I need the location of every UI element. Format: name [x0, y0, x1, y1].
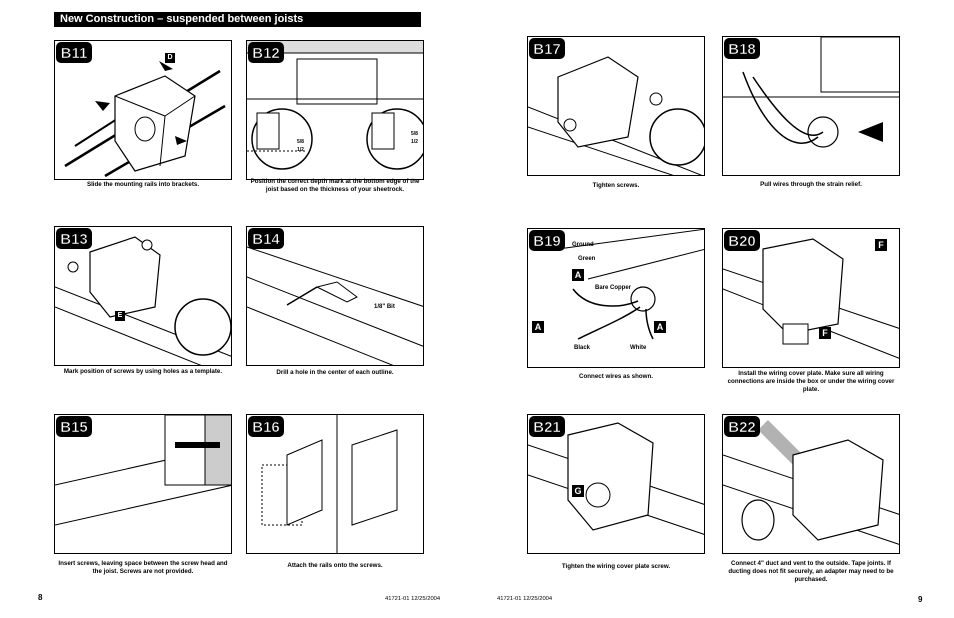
- step-b14-illustration: [247, 246, 423, 365]
- step-b17-panel: B17: [527, 36, 705, 176]
- step-badge-text: B14: [252, 231, 280, 248]
- step-badge-text: B18: [728, 41, 756, 58]
- step-b15-panel: B15: [54, 414, 232, 554]
- step-b15-caption: Insert screws, leaving space between the…: [58, 560, 228, 575]
- step-badge-b18: B18: [724, 38, 760, 59]
- step-b14-caption: Drill a hole in the center of each outli…: [276, 369, 394, 376]
- doc-code-right: 41721-01 12/25/2004: [497, 596, 553, 602]
- doc-code-left: 41721-01 12/25/2004: [385, 596, 441, 602]
- step-b18-illustration: [723, 37, 899, 148]
- depth-label: 5/8: [411, 131, 418, 137]
- step-b11-illustration: [64, 61, 226, 178]
- step-badge-b14: B14: [248, 228, 284, 249]
- depth-label: 1/2: [297, 147, 304, 153]
- step-b20-panel: F F B20: [722, 228, 900, 368]
- step-badge-b19: B19: [529, 230, 565, 251]
- step-badge-b16: B16: [248, 416, 284, 437]
- step-b16-illustration: [261, 415, 398, 553]
- step-b13-caption: Mark position of screws by using holes a…: [63, 368, 223, 375]
- page-number-right: 9: [918, 595, 923, 604]
- callout-a: A: [532, 321, 544, 333]
- wire-label-black: Black: [574, 345, 591, 351]
- step-b12-caption: Position the correct depth mark at the b…: [250, 178, 420, 193]
- step-b22-caption: Connect 4" duct and vent to the outside.…: [728, 560, 894, 583]
- step-badge-text: B11: [61, 45, 88, 62]
- wire-label-green: Green: [578, 256, 596, 262]
- step-badge-text: B16: [252, 419, 280, 436]
- step-b21-illustration: [528, 422, 704, 535]
- page-number-left: 8: [38, 593, 43, 602]
- section-header: New Construction – suspended between joi…: [54, 12, 421, 27]
- step-b13-panel: E B13: [54, 226, 232, 366]
- step-badge-text: B20: [728, 233, 756, 250]
- step-b22-illustration: [723, 420, 899, 545]
- step-b22-panel: B22: [722, 414, 900, 554]
- wire-label-bare-copper: Bare Copper: [595, 285, 632, 291]
- step-badge-b15: B15: [56, 416, 92, 437]
- callout-f: F: [819, 327, 831, 339]
- step-badge-b22: B22: [724, 416, 760, 437]
- step-badge-text: B15: [60, 419, 88, 436]
- step-b13-illustration: [55, 236, 231, 365]
- step-b15-illustration: [55, 415, 231, 526]
- step-b12-panel: 5/8 1/2 5/8 1/2 B12: [246, 40, 424, 180]
- step-badge-text: B22: [728, 419, 756, 436]
- depth-label: 1/2: [411, 139, 418, 145]
- callout-d: D: [165, 53, 175, 63]
- callout-a: A: [654, 321, 666, 333]
- step-b11-panel: D B11: [54, 40, 232, 180]
- step-b18-caption: Pull wires through the strain relief.: [760, 181, 862, 188]
- step-badge-b13: B13: [56, 228, 92, 249]
- step-badge-text: B17: [533, 41, 561, 58]
- step-b14-panel: 1/8" Bit B14: [246, 226, 424, 366]
- step-b11-caption: Slide the mounting rails into brackets.: [86, 181, 200, 188]
- step-badge-text: B12: [252, 45, 280, 62]
- step-b17-illustration: [528, 56, 704, 175]
- step-b19-caption: Connect wires as shown.: [579, 373, 653, 380]
- step-b20-illustration: [723, 238, 899, 359]
- callout-e: E: [115, 311, 125, 321]
- step-b12-illustration: [247, 41, 423, 170]
- step-b21-panel: G B21: [527, 414, 705, 554]
- step-b19-illustration: [557, 229, 704, 340]
- callout-a: A: [572, 269, 584, 281]
- step-b18-panel: B18: [722, 36, 900, 176]
- wire-label-ground: Ground: [572, 242, 594, 248]
- step-b16-panel: B16: [246, 414, 424, 554]
- step-badge-b12: B12: [248, 42, 284, 63]
- callout-g: G: [572, 485, 584, 497]
- step-badge-b21: B21: [529, 416, 565, 437]
- step-badge-b20: B20: [724, 230, 760, 251]
- depth-label: 5/8: [297, 139, 304, 145]
- step-badge-b17: B17: [529, 38, 565, 59]
- step-b20-caption: Install the wiring cover plate. Make sur…: [727, 370, 895, 393]
- step-badge-text: B13: [60, 231, 88, 248]
- step-b16-caption: Attach the rails onto the screws.: [287, 562, 383, 569]
- step-b17-caption: Tighten screws.: [592, 182, 640, 189]
- step-badge-b11: B11: [56, 42, 92, 63]
- step-badge-text: B21: [533, 419, 561, 436]
- bit-label: 1/8" Bit: [374, 304, 395, 310]
- callout-f: F: [875, 239, 887, 251]
- step-b19-panel: Ground Green Bare Copper Black White A A…: [527, 228, 705, 368]
- step-badge-text: B19: [533, 233, 561, 250]
- step-b21-caption: Tighten the wiring cover plate screw.: [561, 563, 671, 570]
- wire-label-white: White: [630, 345, 647, 351]
